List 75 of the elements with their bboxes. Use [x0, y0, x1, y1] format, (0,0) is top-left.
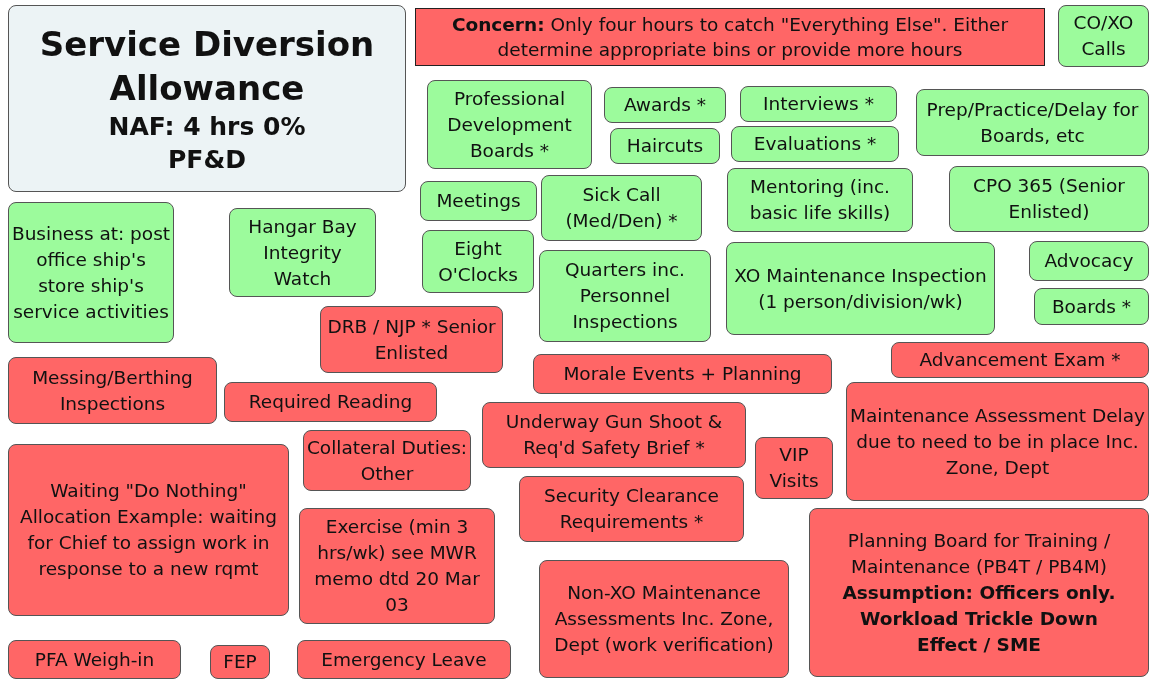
activity-label: CPO 365 (Senior Enlisted): [972, 174, 1126, 224]
activity-label: CO/XO Calls: [1072, 11, 1135, 61]
activity-label: Quarters inc. Personnel Inspections: [564, 258, 686, 334]
activity-label: Boards *: [1051, 294, 1132, 319]
activity-box: [8, 444, 289, 616]
activity-box: [224, 382, 437, 422]
activity-label: Messing/Berthing Inspections: [31, 365, 194, 416]
allowance-text: NAF: 4 hrs 0% PF&D: [107, 110, 307, 176]
assumption-note: Assumption: Officers only. Workload Trickle Down Effect / SME: [841, 580, 1117, 657]
activity-box: [210, 645, 270, 679]
activity-box: [731, 126, 899, 162]
activity-box: [299, 508, 495, 624]
activity-label: Meetings: [436, 189, 521, 213]
activity-label: Advocacy: [1044, 249, 1134, 273]
activity-label: Maintenance Assessment Delay due to need to be in place Inc. Zone, Dept: [849, 403, 1146, 480]
activity-box: [8, 357, 217, 424]
activity-box: [1058, 5, 1149, 67]
activity-box: [1034, 288, 1149, 325]
activity-box: [727, 168, 913, 232]
title-heading: Service Diversion Allowance: [38, 22, 376, 110]
concern-box: [415, 8, 1045, 66]
activity-box: [846, 382, 1149, 501]
activity-label: Security Clearance Requirements *: [543, 484, 720, 534]
activity-label: Planning Board for Training / Maintenance (PB4T / PB4M): [846, 528, 1112, 579]
activity-label: Waiting "Do Nothing" Allocation Example: waiting for Chief to assign work in response to a new rqmt: [19, 479, 278, 581]
activity-label: VIP Visits: [768, 443, 820, 493]
activity-box: [320, 306, 503, 373]
activity-box: [482, 402, 746, 468]
activity-box: [422, 230, 534, 293]
activity-box: [916, 89, 1149, 156]
activity-label: Advancement Exam *: [919, 348, 1121, 372]
activity-label: XO Maintenance Inspection (1 person/division/wk): [733, 263, 988, 314]
activity-label: Non-XO Maintenance Assessments Inc. Zone, Dept (work verification): [553, 581, 775, 657]
activity-box: [519, 476, 744, 542]
activity-label: Hangar Bay Integrity Watch: [247, 214, 358, 291]
activity-box: [8, 202, 174, 343]
activity-box: [755, 437, 833, 499]
concern-note: Concern: Only four hours to catch "Everything Else". Either determine appropriate bins or provide more hours: [450, 13, 1010, 62]
activity-box: [539, 560, 789, 678]
activity-box: [1029, 241, 1149, 281]
activity-box: [427, 80, 592, 169]
activity-label: Underway Gun Shoot & Req'd Safety Brief *: [504, 410, 724, 460]
activity-label: Collateral Duties: Other: [306, 435, 468, 486]
activity-label: Interviews *: [763, 92, 874, 116]
activity-box: [539, 250, 711, 342]
activity-label: Haircuts: [626, 134, 704, 158]
activity-box: [726, 242, 995, 335]
activity-label: Morale Events + Planning: [563, 362, 802, 386]
activity-label: PFA Weigh-in: [34, 647, 155, 672]
activity-box: [297, 640, 511, 679]
activity-box: [809, 508, 1149, 677]
activity-box: [229, 208, 376, 297]
activity-box: [604, 87, 726, 123]
activity-box: [420, 181, 537, 221]
activity-box: [740, 86, 897, 122]
activity-label: Eight O'Clocks: [437, 236, 519, 287]
activity-box: [891, 342, 1149, 378]
activity-box: [610, 128, 720, 164]
activity-box: [8, 640, 181, 679]
activity-label: DRB / NJP * Senior Enlisted: [326, 314, 497, 365]
activity-label: FEP: [223, 650, 257, 674]
activity-label: Business at: post office ship's store ship's service activities: [11, 221, 171, 324]
activity-label: Sick Call (Med/Den) *: [564, 183, 679, 233]
activity-label: Evaluations *: [753, 132, 877, 156]
activity-box: [533, 354, 832, 394]
activity-label: Prep/Practice/Delay for Boards, etc: [925, 97, 1140, 148]
activity-label: Professional Development Boards *: [446, 86, 573, 163]
activity-box: [949, 166, 1149, 232]
activity-label: Mentoring (inc. basic life skills): [748, 175, 892, 225]
activity-label: Emergency Leave: [321, 647, 487, 672]
title-box: [8, 5, 406, 192]
activity-label: Exercise (min 3 hrs/wk) see MWR memo dtd 20 Mar 03: [313, 515, 481, 617]
activity-label: Required Reading: [248, 390, 413, 414]
activity-label: Awards *: [623, 93, 707, 117]
activity-box: [541, 175, 702, 241]
